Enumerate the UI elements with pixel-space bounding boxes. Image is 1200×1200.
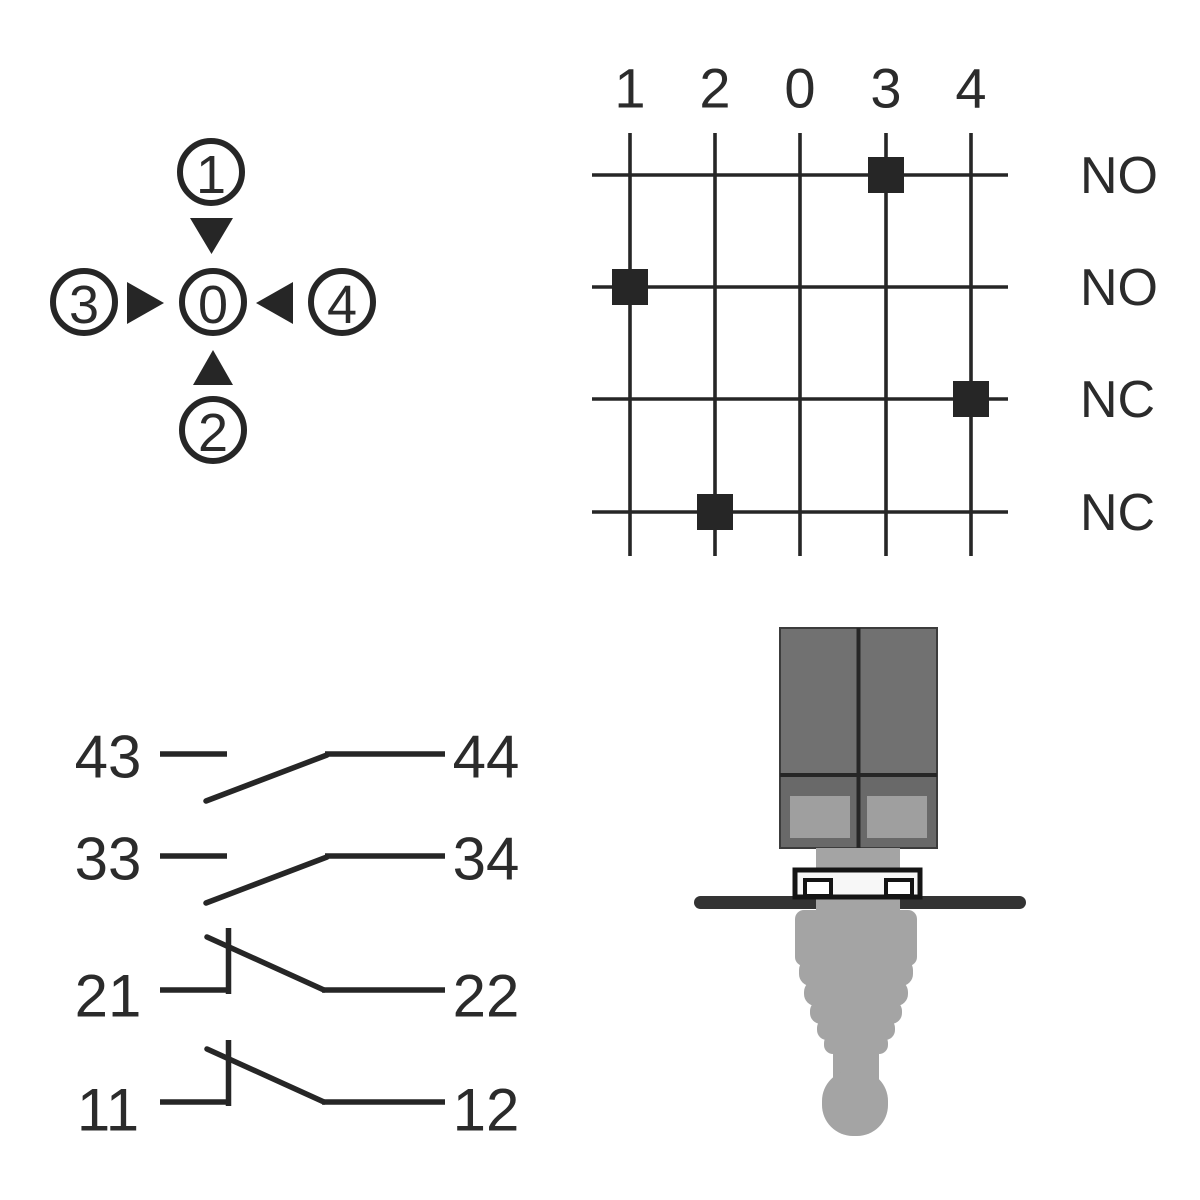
- bellows-disc: [795, 910, 917, 966]
- direction-circle-right: [308, 268, 376, 336]
- arrow-left-icon: [256, 282, 293, 324]
- terminal-label: 22: [453, 963, 520, 1030]
- arrow-up-icon: [193, 350, 233, 385]
- terminal-label: 11: [77, 1077, 139, 1144]
- direction-circle-left: [50, 268, 118, 336]
- terminal-label: 33: [75, 826, 142, 893]
- contact-arm: [204, 934, 327, 993]
- contact-symbol-no: 33 34: [75, 826, 520, 906]
- direction-circle-up: [177, 138, 245, 206]
- matrix-col-label: 1: [614, 57, 645, 120]
- device-terminal-window-left: [790, 796, 850, 838]
- direction-label-up: 1: [196, 145, 226, 205]
- direction-circle-down: [179, 396, 247, 464]
- matrix-marker: [953, 381, 989, 417]
- device-block-divider-horizontal: [780, 773, 937, 777]
- matrix-row-label: NO: [1080, 259, 1158, 317]
- contact-matrix: 1 2 0 3 4 NO NO NC NC: [592, 57, 1158, 556]
- direction-label-down: 2: [198, 403, 228, 463]
- direction-label-right: 4: [327, 275, 357, 335]
- terminal-contacts: 43 44 33 34 21 22 11: [75, 724, 520, 1144]
- contact-arm: [203, 854, 330, 906]
- terminal-label: 34: [453, 826, 520, 893]
- matrix-col-label: 3: [870, 57, 901, 120]
- device-bellows: [795, 910, 917, 1136]
- bellows-disc: [799, 958, 913, 986]
- terminal-label: 21: [75, 963, 142, 1030]
- matrix-row-label: NC: [1080, 484, 1155, 542]
- contact-symbol-nc: 11 12: [77, 1040, 520, 1144]
- device-collar-clip-right: [884, 878, 914, 898]
- device-collar-clip-left: [803, 878, 833, 898]
- joystick-device-drawing: [694, 627, 1026, 1136]
- contact-arm: [203, 752, 330, 804]
- matrix-col-label: 4: [955, 57, 986, 120]
- terminal-label: 12: [453, 1077, 520, 1144]
- matrix-row-label: NO: [1080, 147, 1158, 205]
- matrix-row-label: NC: [1080, 371, 1155, 429]
- matrix-marker: [612, 269, 648, 305]
- contact-arm: [204, 1046, 327, 1105]
- matrix-col-label: 2: [699, 57, 730, 120]
- arrow-down-icon: [190, 218, 233, 254]
- matrix-col-label: 0: [784, 57, 815, 120]
- device-block-divider-vertical: [856, 628, 861, 848]
- terminal-label: 43: [75, 724, 142, 791]
- arrow-right-icon: [127, 282, 164, 324]
- device-terminal-window-right: [867, 796, 927, 838]
- contact-symbol-no: 43 44: [75, 724, 520, 804]
- direction-circle-center: [179, 268, 247, 336]
- matrix-marker: [868, 157, 904, 193]
- terminal-label: 44: [453, 724, 520, 791]
- direction-label-left: 3: [69, 275, 99, 335]
- direction-label-center: 0: [198, 275, 228, 335]
- direction-pad: 1 2 3 4 0: [50, 138, 376, 464]
- device-knob: [822, 1070, 888, 1136]
- contact-symbol-nc: 21 22: [75, 928, 520, 1030]
- bellows-disc: [804, 980, 908, 1006]
- matrix-marker: [697, 494, 733, 530]
